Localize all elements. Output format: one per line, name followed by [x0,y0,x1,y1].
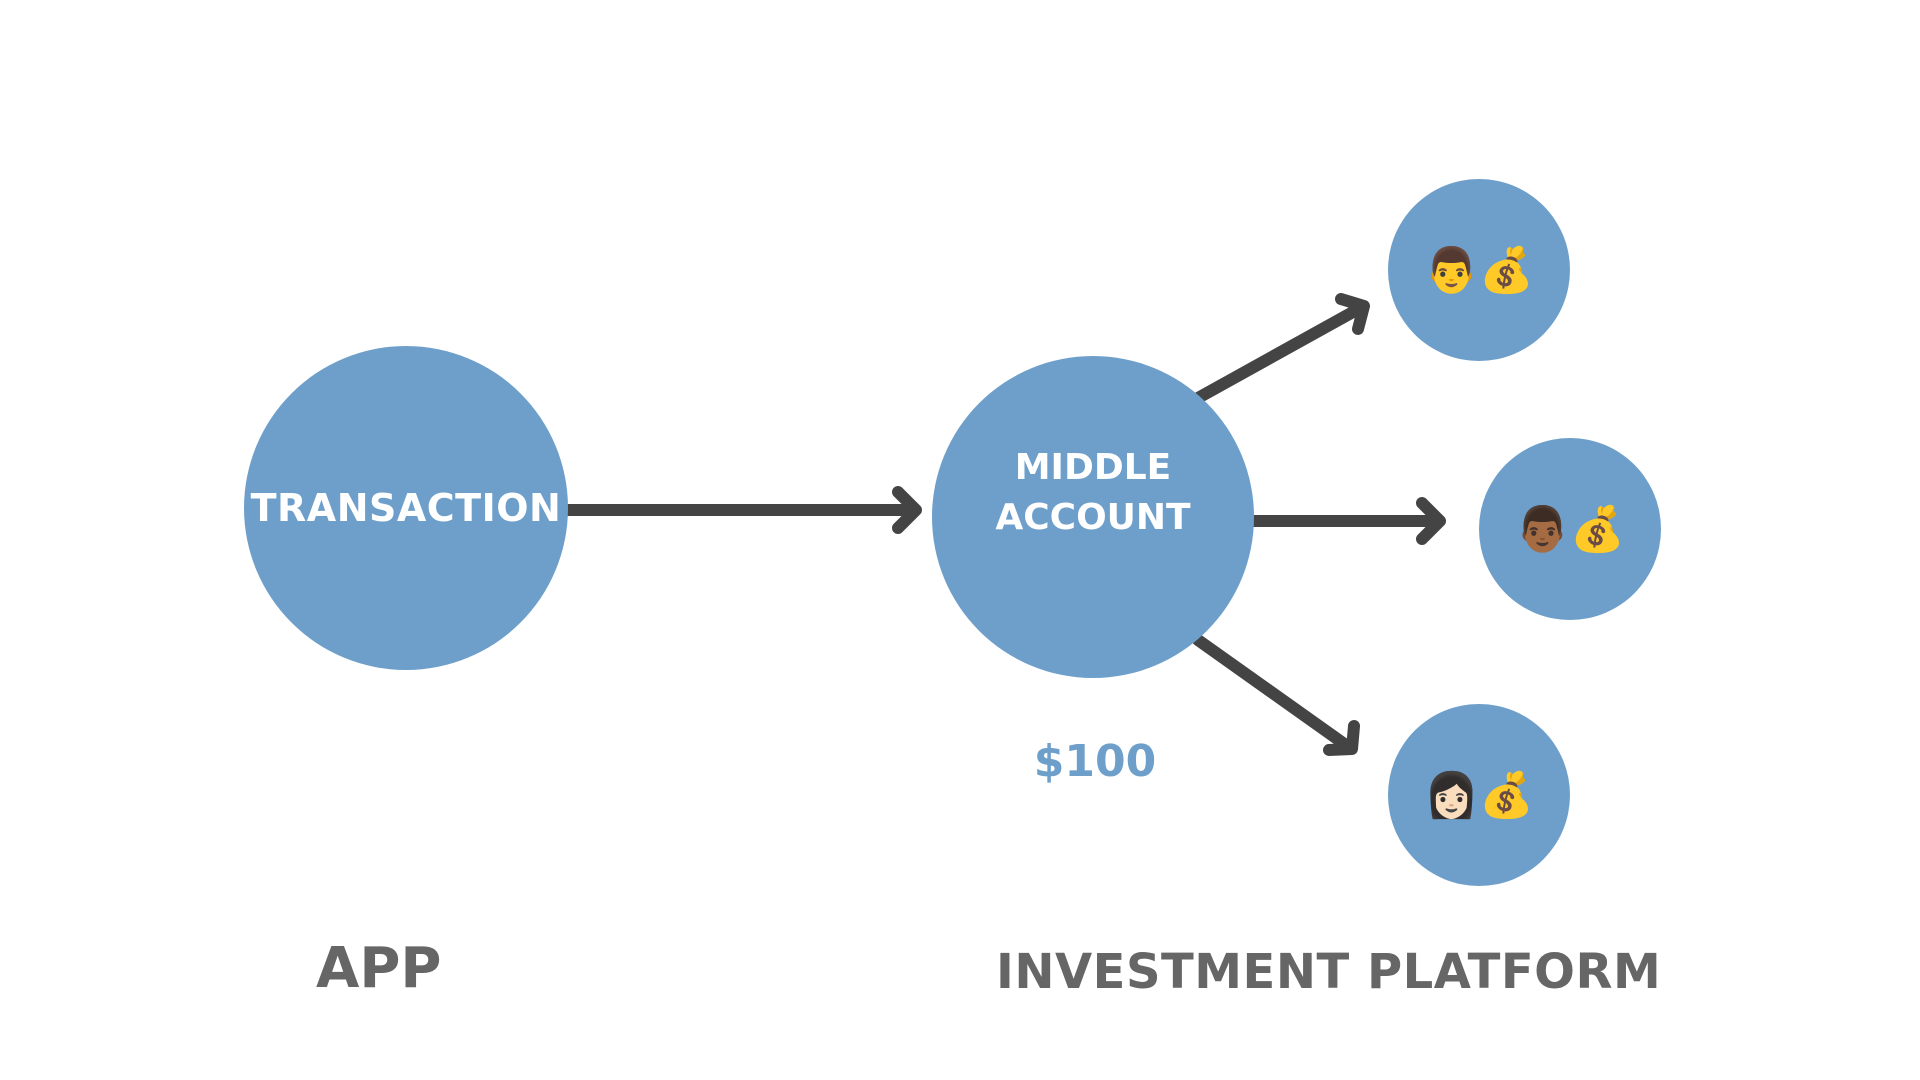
arrow-head-middle-to-investor-2 [1416,497,1446,545]
arrow-middle-to-investor-3 [1192,634,1356,754]
transaction-node: TRANSACTION [244,346,568,670]
middle-account-amount: $100 [1033,736,1157,787]
investor-node-2: 👨🏾 💰 [1479,438,1661,620]
arrow-head-middle-to-investor-3 [1323,720,1360,756]
bearded-man-icon: 👨🏾 [1515,504,1570,555]
middle-account-node: MIDDLE ACCOUNT [932,356,1254,678]
investor-node-1: 👨 💰 [1388,179,1570,361]
arrow-head-transaction-to-middle [892,486,922,534]
investor-node-3: 👩🏻 💰 [1388,704,1570,886]
section-label-app: APP [316,936,442,1001]
arrow-head-middle-to-investor-1 [1335,293,1370,335]
middle-account-label-line2: ACCOUNT [995,497,1191,538]
transaction-label: TRANSACTION [250,486,562,530]
man-icon: 👨 [1424,245,1479,296]
money-bag-icon: 💰 [1479,770,1534,821]
middle-account-label-line1: MIDDLE [1014,447,1172,488]
middle-account-label: MIDDLE ACCOUNT [995,443,1190,543]
arrow-middle-to-investor-1 [1192,301,1368,404]
money-bag-icon: 💰 [1570,504,1625,555]
woman-icon: 👩🏻 [1424,770,1479,821]
section-label-investment-platform: INVESTMENT PLATFORM [996,944,1662,1000]
money-bag-icon: 💰 [1479,245,1534,296]
